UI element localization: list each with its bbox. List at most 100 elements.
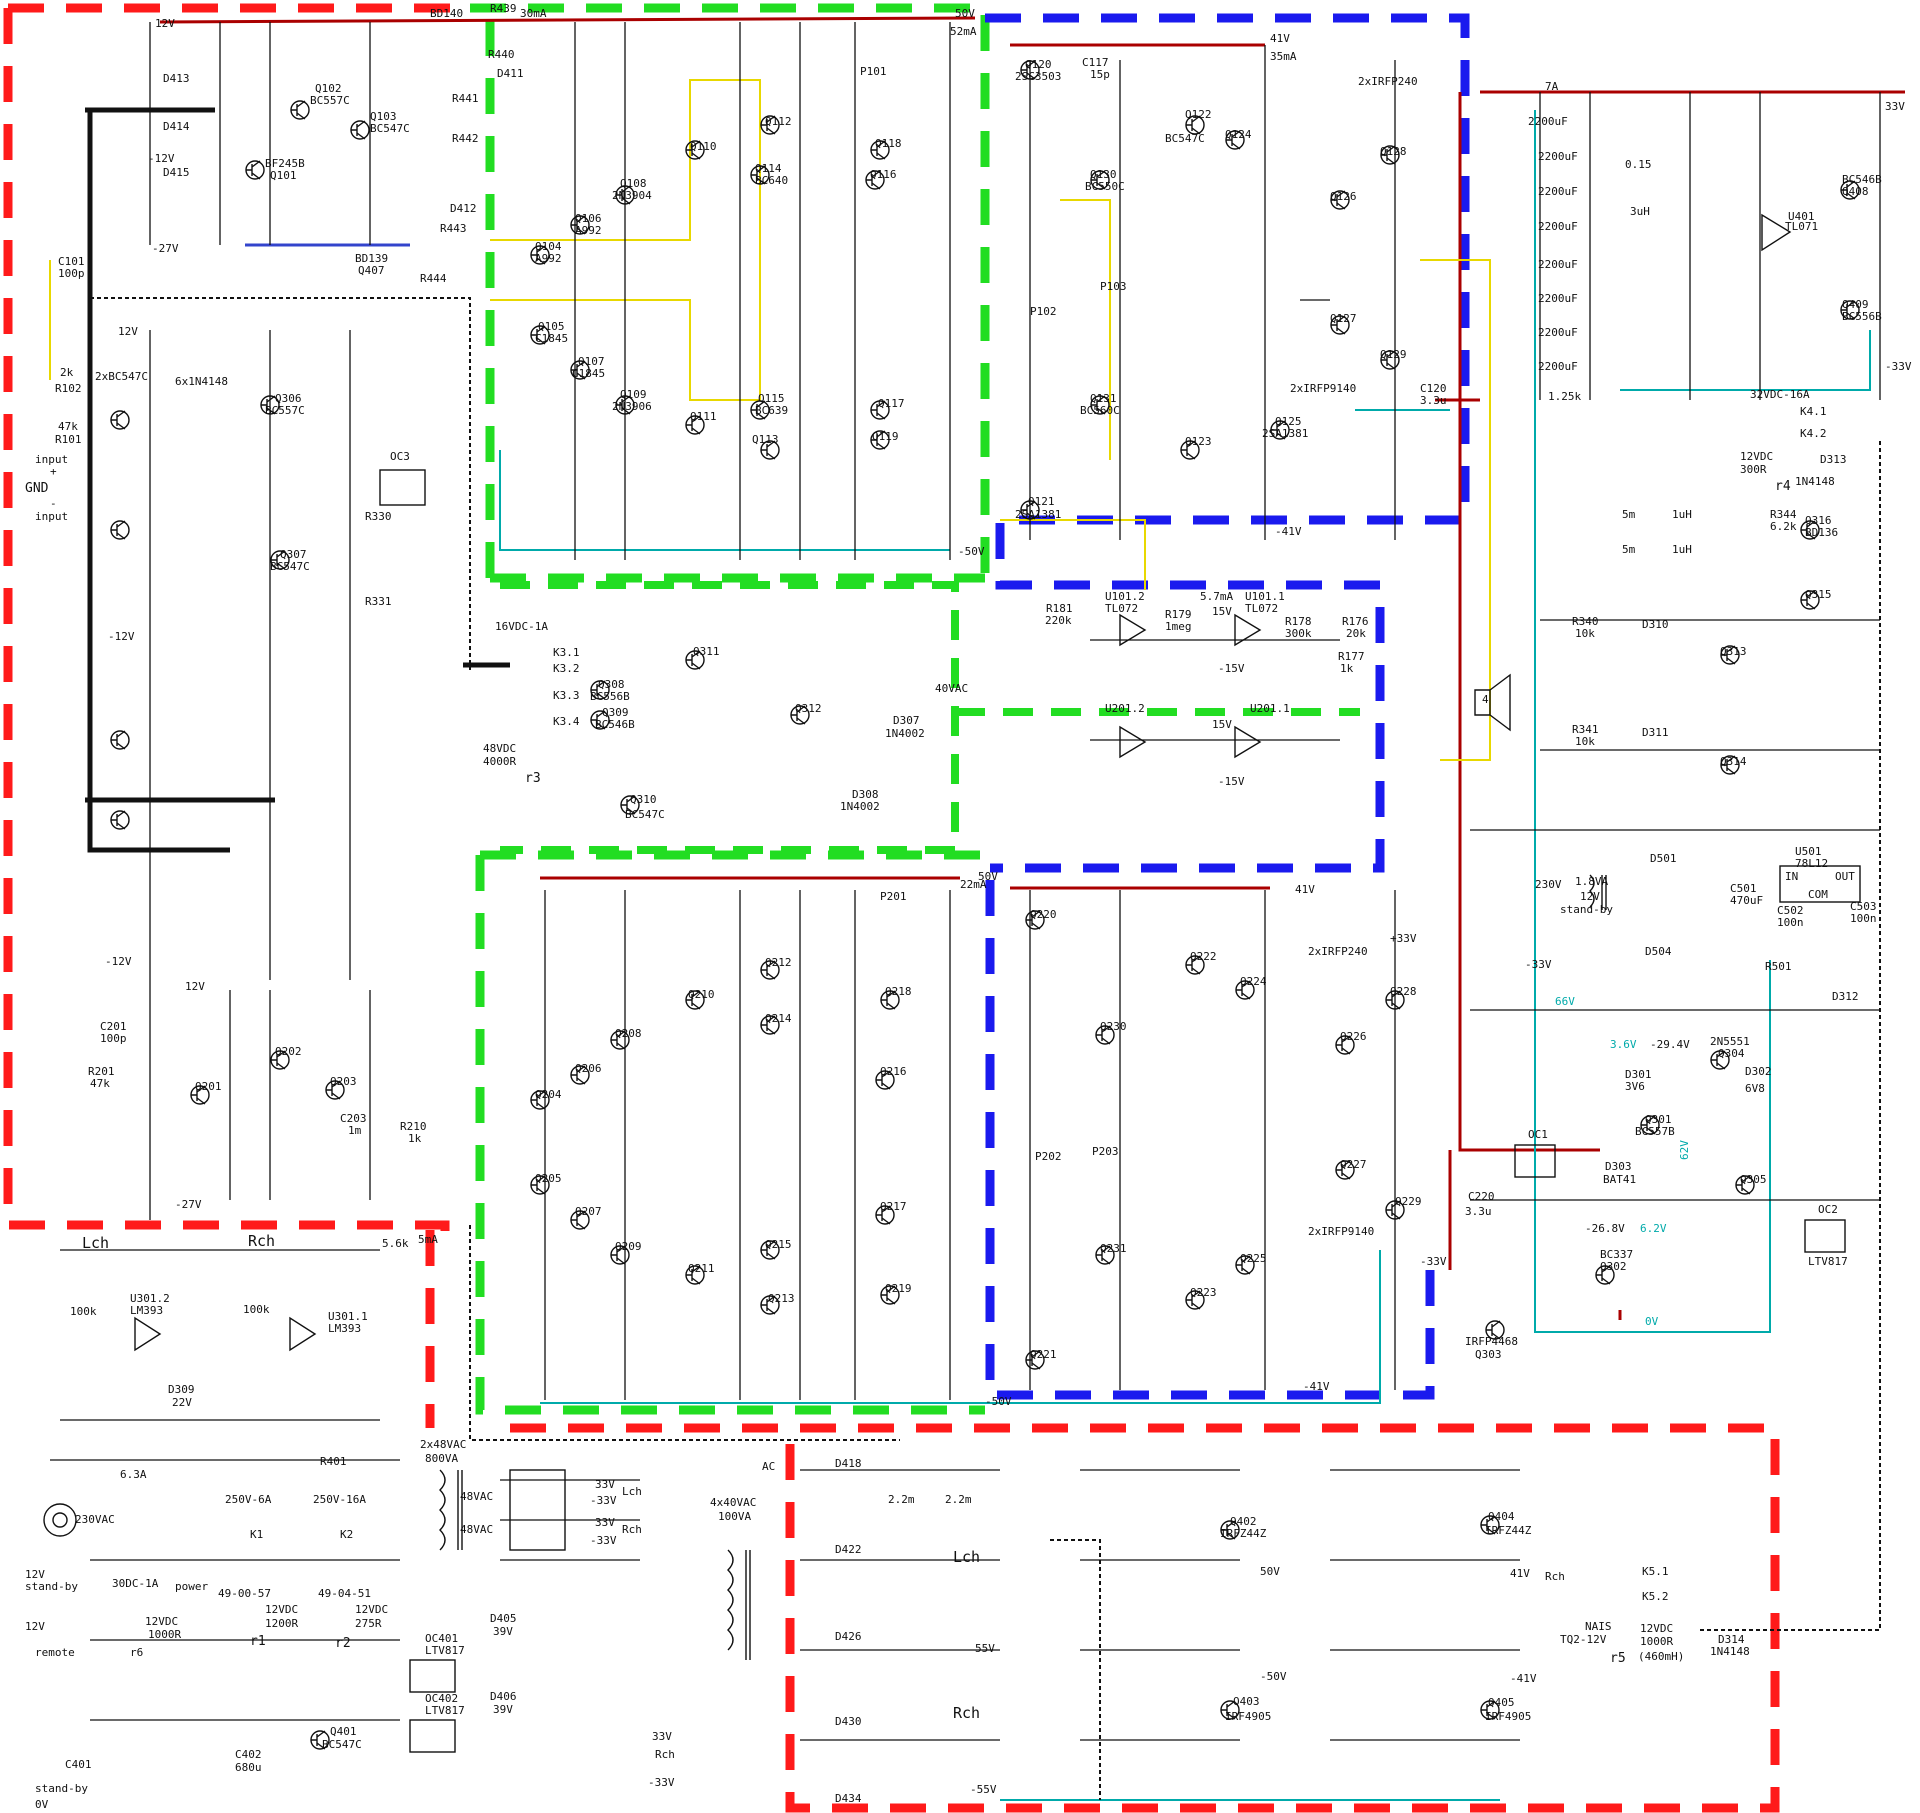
label-irf4905-a: IRF4905 bbox=[1225, 1710, 1271, 1723]
label-1n4002-b: 1N4002 bbox=[840, 800, 880, 813]
label-k2: K2 bbox=[340, 1528, 353, 1541]
label-q208: Q208 bbox=[615, 1027, 642, 1040]
label-q129: Q129 bbox=[1380, 348, 1407, 361]
transistor-leads bbox=[1096, 1025, 1111, 1045]
label-q409: Q409 bbox=[1842, 298, 1869, 311]
transistor-leads bbox=[761, 1015, 776, 1035]
label-irfp240-ch2: 2xIRFP240 bbox=[1308, 945, 1368, 958]
label-1200r: 1200R bbox=[265, 1617, 298, 1630]
label-2sa1381-a: 2SA1381 bbox=[1015, 508, 1061, 521]
label-52ma: 52mA bbox=[950, 25, 977, 38]
label-q115: Q115 bbox=[758, 392, 785, 405]
transistor-leads bbox=[761, 1295, 776, 1315]
label-q218: Q218 bbox=[885, 985, 912, 998]
label-r201: R201 bbox=[88, 1065, 115, 1078]
label-c1845-b: C1845 bbox=[572, 367, 605, 380]
label-r3: r3 bbox=[525, 771, 541, 786]
label-power: power bbox=[175, 1580, 208, 1593]
transistor-leads bbox=[1236, 980, 1251, 1000]
label-57ma: 5.7mA bbox=[1200, 590, 1233, 603]
transistor-leads bbox=[621, 795, 636, 815]
label-q301: Q301 bbox=[1645, 1113, 1672, 1126]
label-3-6v: 3.6V bbox=[1610, 1038, 1637, 1051]
label-r177-val: 1k bbox=[1340, 662, 1354, 675]
label-d309: D309 bbox=[168, 1383, 195, 1396]
transistor-leads bbox=[1386, 1200, 1401, 1220]
label-r330: R330 bbox=[365, 510, 392, 523]
label-r331: R331 bbox=[365, 595, 392, 608]
label-230v-sb: 230V bbox=[1535, 878, 1562, 891]
opamp-u201-2-icon bbox=[1119, 725, 1147, 759]
transistor-leads bbox=[271, 1050, 286, 1070]
label-3v6: 3V6 bbox=[1625, 1080, 1645, 1093]
label-78l12: 78L12 bbox=[1795, 857, 1828, 870]
ps-box-bottom bbox=[425, 1230, 1780, 1813]
label-33v-bot: 33V bbox=[652, 1730, 672, 1743]
label-r442: R442 bbox=[452, 132, 479, 145]
regulator-u501-icon bbox=[1779, 865, 1861, 903]
label-6-2v: 6.2V bbox=[1640, 1222, 1667, 1235]
label-1000r-r6: 1000R bbox=[148, 1628, 181, 1641]
label-r178: R178 bbox=[1285, 615, 1312, 628]
label-u501-in: IN bbox=[1785, 870, 1798, 883]
label-d313: D313 bbox=[1820, 453, 1847, 466]
label-12v-remote: 12V bbox=[25, 1620, 45, 1633]
label-q302: Q302 bbox=[1600, 1260, 1627, 1273]
label-q104: Q104 bbox=[535, 240, 562, 253]
label-u501-com: COM bbox=[1808, 888, 1828, 901]
transistor-leads bbox=[1801, 520, 1816, 540]
label-16vdc: 16VDC-1A bbox=[495, 620, 548, 633]
label-33v-lch: 33V bbox=[595, 1478, 615, 1491]
label-100va: 100VA bbox=[718, 1510, 751, 1523]
transistor-leads bbox=[1336, 1160, 1351, 1180]
rail-m55v: -55V bbox=[970, 1783, 997, 1796]
label-oc401: OC401 bbox=[425, 1632, 458, 1645]
transistor-leads bbox=[326, 1080, 341, 1100]
label-q306: Q306 bbox=[275, 392, 302, 405]
rail-50v-ch2: 50V bbox=[978, 870, 998, 883]
label-q310: Q310 bbox=[630, 793, 657, 806]
label-rch-rect: Rch bbox=[953, 1704, 980, 1722]
label-2x48vac: 2x48VAC bbox=[420, 1438, 466, 1451]
label-12vdc-r2: 12VDC bbox=[355, 1603, 388, 1616]
label-q127: Q127 bbox=[1330, 312, 1357, 325]
label-ltv817-b: LTV817 bbox=[425, 1704, 465, 1717]
opamp-u201-1-icon bbox=[1234, 725, 1262, 759]
label-15v-b: 15V bbox=[1212, 718, 1232, 731]
transistor-leads bbox=[866, 170, 881, 190]
label-q130: Q130 bbox=[1090, 168, 1117, 181]
transistor-leads bbox=[1841, 180, 1856, 200]
label-q311: Q311 bbox=[693, 645, 720, 658]
transformer-aux-icon bbox=[727, 1549, 751, 1660]
label-bc547c-q307: BC547C bbox=[270, 560, 310, 573]
label-30dc: 30DC-1A bbox=[112, 1577, 159, 1590]
label-470uf: 470uF bbox=[1730, 894, 1763, 907]
rail-m33v-mid: -33V bbox=[1525, 958, 1552, 971]
label-p33v: +33V bbox=[1390, 932, 1417, 945]
label-d314: D314 bbox=[1718, 1633, 1745, 1646]
optocoupler-oc402-icon bbox=[409, 1719, 456, 1753]
label-q112: Q112 bbox=[765, 115, 792, 128]
rail-12v-prot: 12V bbox=[118, 325, 138, 338]
label-q210: Q210 bbox=[688, 988, 715, 1001]
transistor-leads bbox=[111, 730, 126, 750]
label-bd139: BD139 bbox=[355, 252, 388, 265]
label-12vdc-r1: 12VDC bbox=[265, 1603, 298, 1616]
transistor-leads bbox=[1381, 350, 1396, 370]
labels: 12V BD140 R439 30mA 50V 52mA 41V 35mA 2x… bbox=[25, 2, 1912, 1811]
label-k31: K3.1 bbox=[553, 646, 580, 659]
label-r210: R210 bbox=[400, 1120, 427, 1133]
label-input-pos: input bbox=[35, 453, 68, 466]
label-p201: P201 bbox=[880, 890, 907, 903]
label-q309: Q309 bbox=[602, 706, 629, 719]
label-2n5551: 2N5551 bbox=[1710, 1035, 1750, 1048]
transistor-leads bbox=[871, 430, 886, 450]
preamp-box-lower bbox=[475, 850, 985, 1415]
label-bc547c-q310: BC547C bbox=[625, 808, 665, 821]
label-d434: D434 bbox=[835, 1792, 862, 1805]
label-q305: Q305 bbox=[1740, 1173, 1767, 1186]
transistor-leads bbox=[1486, 1320, 1501, 1340]
label-irfp9140-top: 2xIRFP9140 bbox=[1290, 382, 1356, 395]
label-r344-val: 6.2k bbox=[1770, 520, 1797, 533]
label-bc557c-q306: BC557C bbox=[265, 404, 305, 417]
